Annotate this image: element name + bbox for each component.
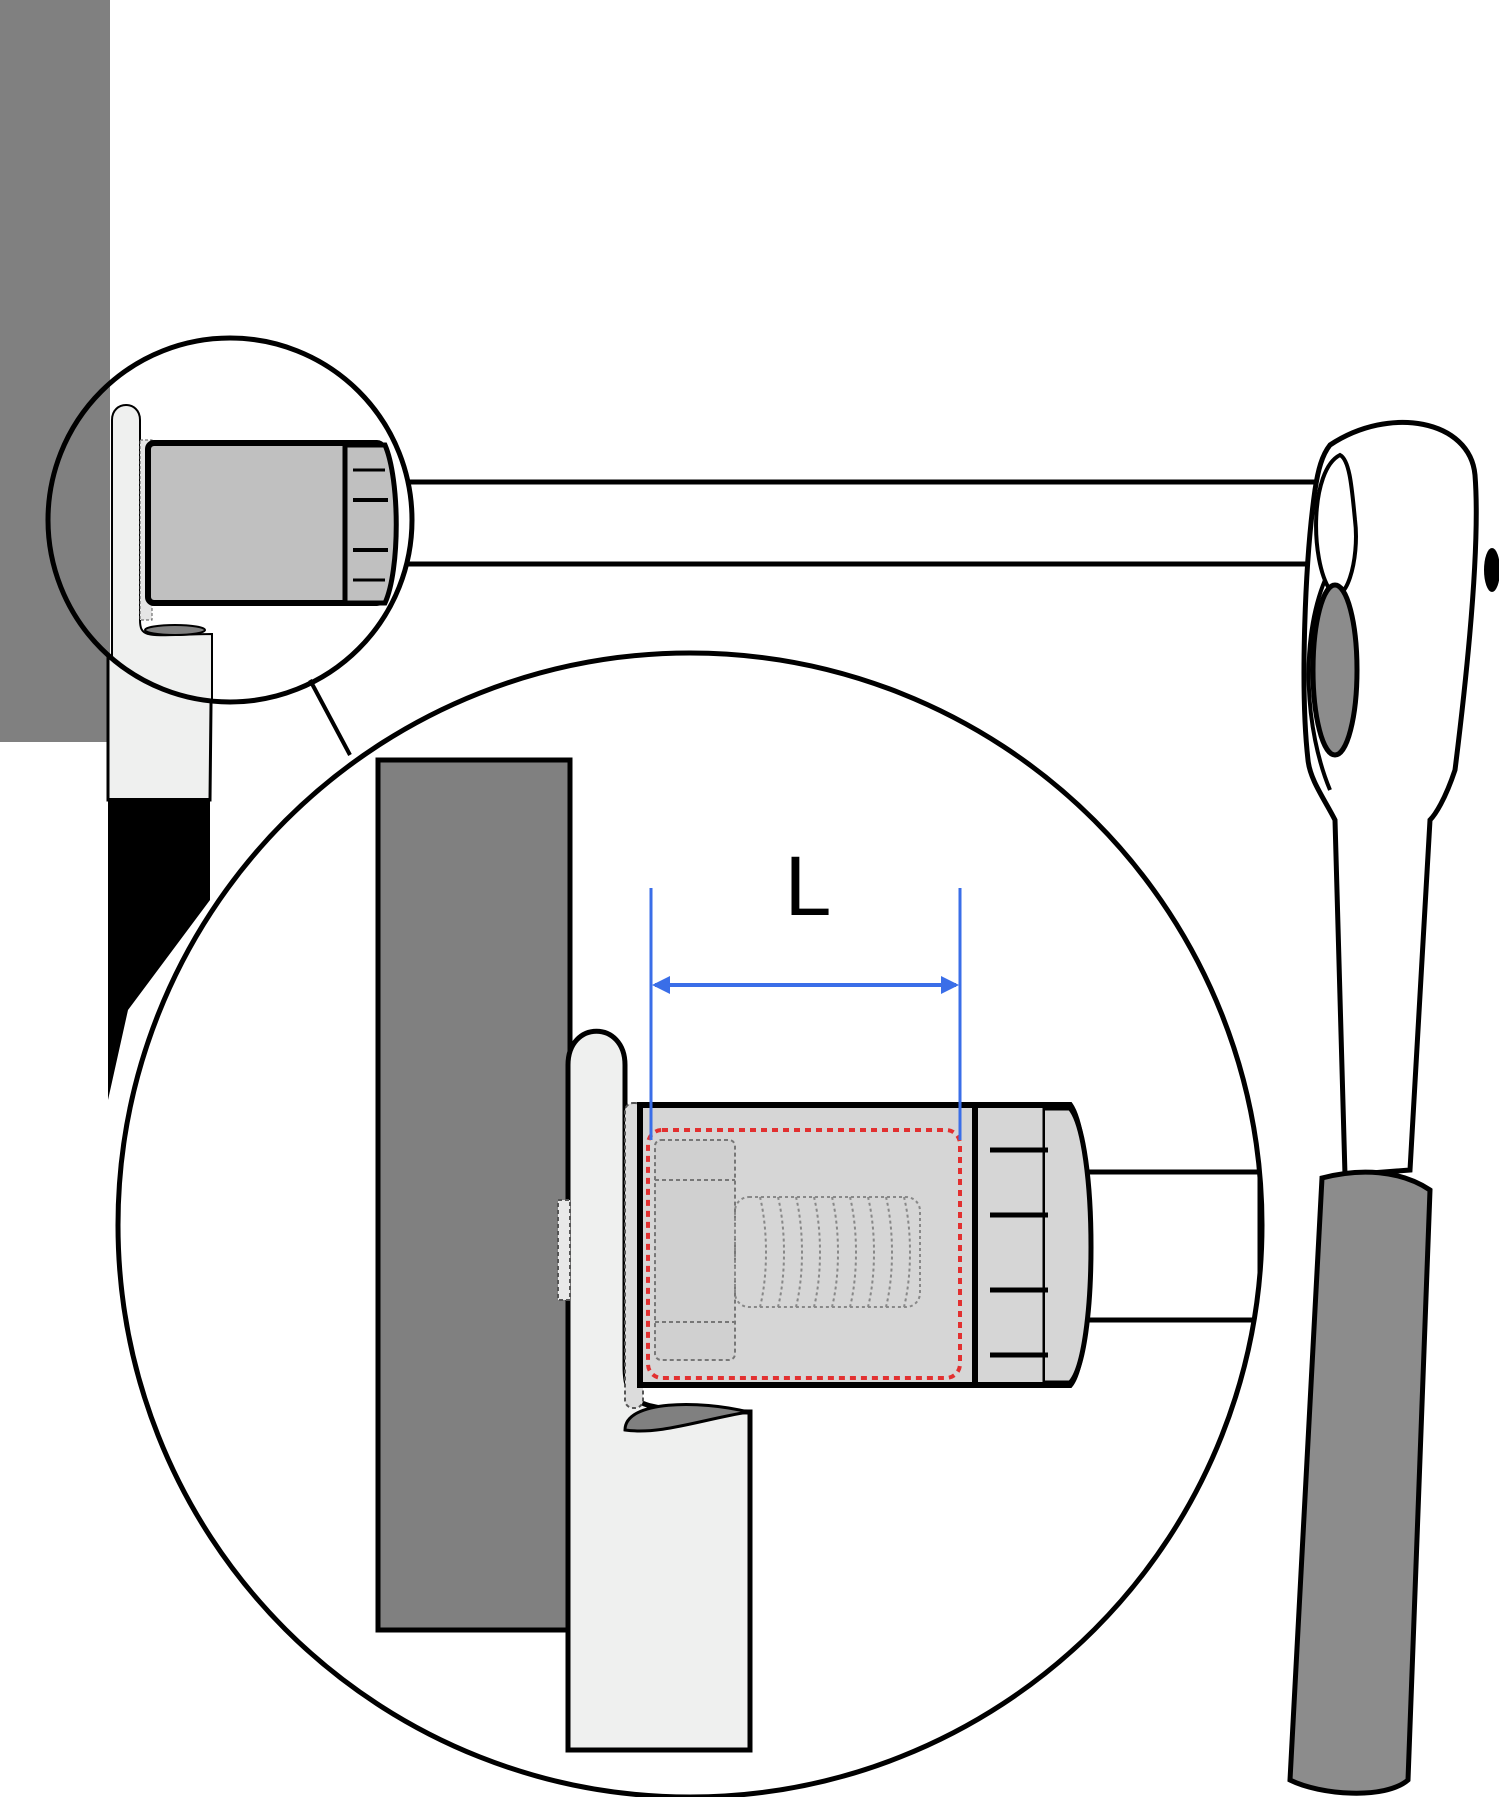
dimension-label: L (785, 839, 832, 933)
ratchet-drive-socket (1310, 582, 1360, 758)
small-socket-knurl (342, 442, 399, 606)
dimension-L: L (649, 839, 962, 1140)
ratchet-head-inner-lobe (1314, 452, 1358, 597)
zoom-connector-line (308, 679, 352, 756)
ratchet-wrench (402, 419, 1499, 1796)
zoom-bracket-notch (623, 1403, 749, 1433)
ratchet-switch-knob (1484, 548, 1499, 592)
extension-shaft (402, 479, 1328, 567)
black-base (108, 798, 210, 1100)
ratchet-head-curve (1306, 579, 1332, 791)
zoom-wall-block (375, 757, 573, 1633)
bolt-head (654, 1139, 736, 1361)
small-bracket (111, 404, 213, 702)
bolt-threads (734, 1196, 921, 1308)
handle-grip (1287, 1169, 1433, 1796)
zoom-extension-shaft (1077, 1169, 1262, 1323)
